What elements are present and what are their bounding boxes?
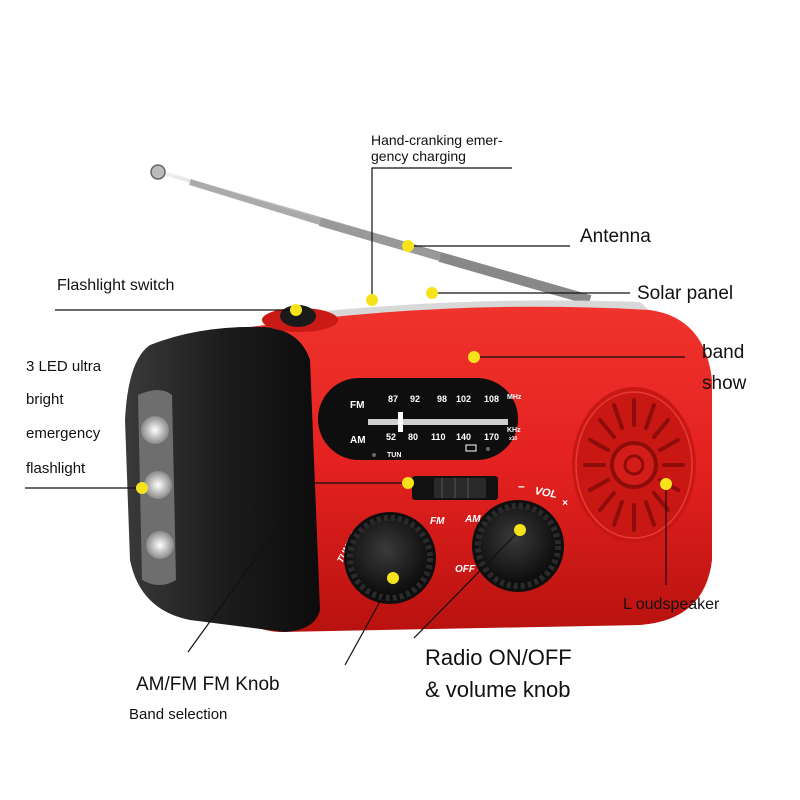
vol-minus: – (518, 479, 525, 493)
callout-markers (136, 240, 672, 584)
am-value: 80 (408, 432, 418, 442)
callout-antenna: Antenna (580, 226, 651, 247)
callout-loudspeaker: L oudspeaker (623, 596, 720, 613)
fm-value: 92 (410, 394, 420, 404)
fm-value: 98 (437, 394, 447, 404)
off-label: OFF (455, 564, 476, 575)
callout-led-line4: flashlight (26, 460, 86, 477)
callout-radio-line1: Radio ON/OFF (425, 645, 572, 670)
volume-knob (472, 500, 564, 592)
switch-am-label: AM (464, 514, 481, 525)
am-value: 140 (456, 432, 471, 442)
vol-label: VOL (534, 485, 559, 501)
callout-am-fm-knob: AM/FM FM Knob (136, 674, 280, 695)
callout-crank-line2: gency charging (371, 148, 466, 164)
fm-unit: MHz (507, 394, 522, 401)
am-value: 52 (386, 432, 396, 442)
callout-led-line2: bright (26, 391, 64, 408)
am-unit-sub: x10 (509, 436, 518, 442)
callout-radio-line2: & volume knob (425, 677, 571, 702)
band-display: FM AM 87 92 98 102 108 MHz 52 80 110 140… (318, 378, 522, 460)
am-value: 170 (484, 432, 499, 442)
callout-solar-panel: Solar panel (637, 283, 734, 304)
fm-value: 87 (388, 394, 398, 404)
vol-plus: × (562, 498, 568, 509)
callout-led-line1: 3 LED ultra (26, 358, 102, 375)
callout-lines (25, 167, 685, 666)
callout-band-show-line1: band (702, 342, 745, 363)
loudspeaker (572, 387, 696, 543)
fm-value: 102 (456, 394, 471, 404)
am-unit: KHz (507, 427, 521, 434)
dial-fm-label: FM (350, 400, 364, 411)
callout-led-line3: emergency (26, 425, 101, 442)
callout-band-show-line2: show (702, 373, 747, 394)
switch-fm-label: FM (430, 516, 445, 527)
callout-crank-line1: Hand-cranking emer- (371, 132, 503, 148)
antenna (150, 164, 592, 305)
tun-label: TUN (387, 452, 401, 459)
callout-band-selection: Band selection (129, 706, 228, 723)
dial-am-label: AM (350, 435, 366, 446)
band-selector-switch (412, 476, 498, 500)
led-flashlight (138, 390, 176, 585)
am-value: 110 (431, 432, 446, 442)
fm-value: 108 (484, 394, 499, 404)
tuning-knob (344, 512, 436, 604)
callout-flashlight-switch: Flashlight switch (57, 277, 175, 294)
